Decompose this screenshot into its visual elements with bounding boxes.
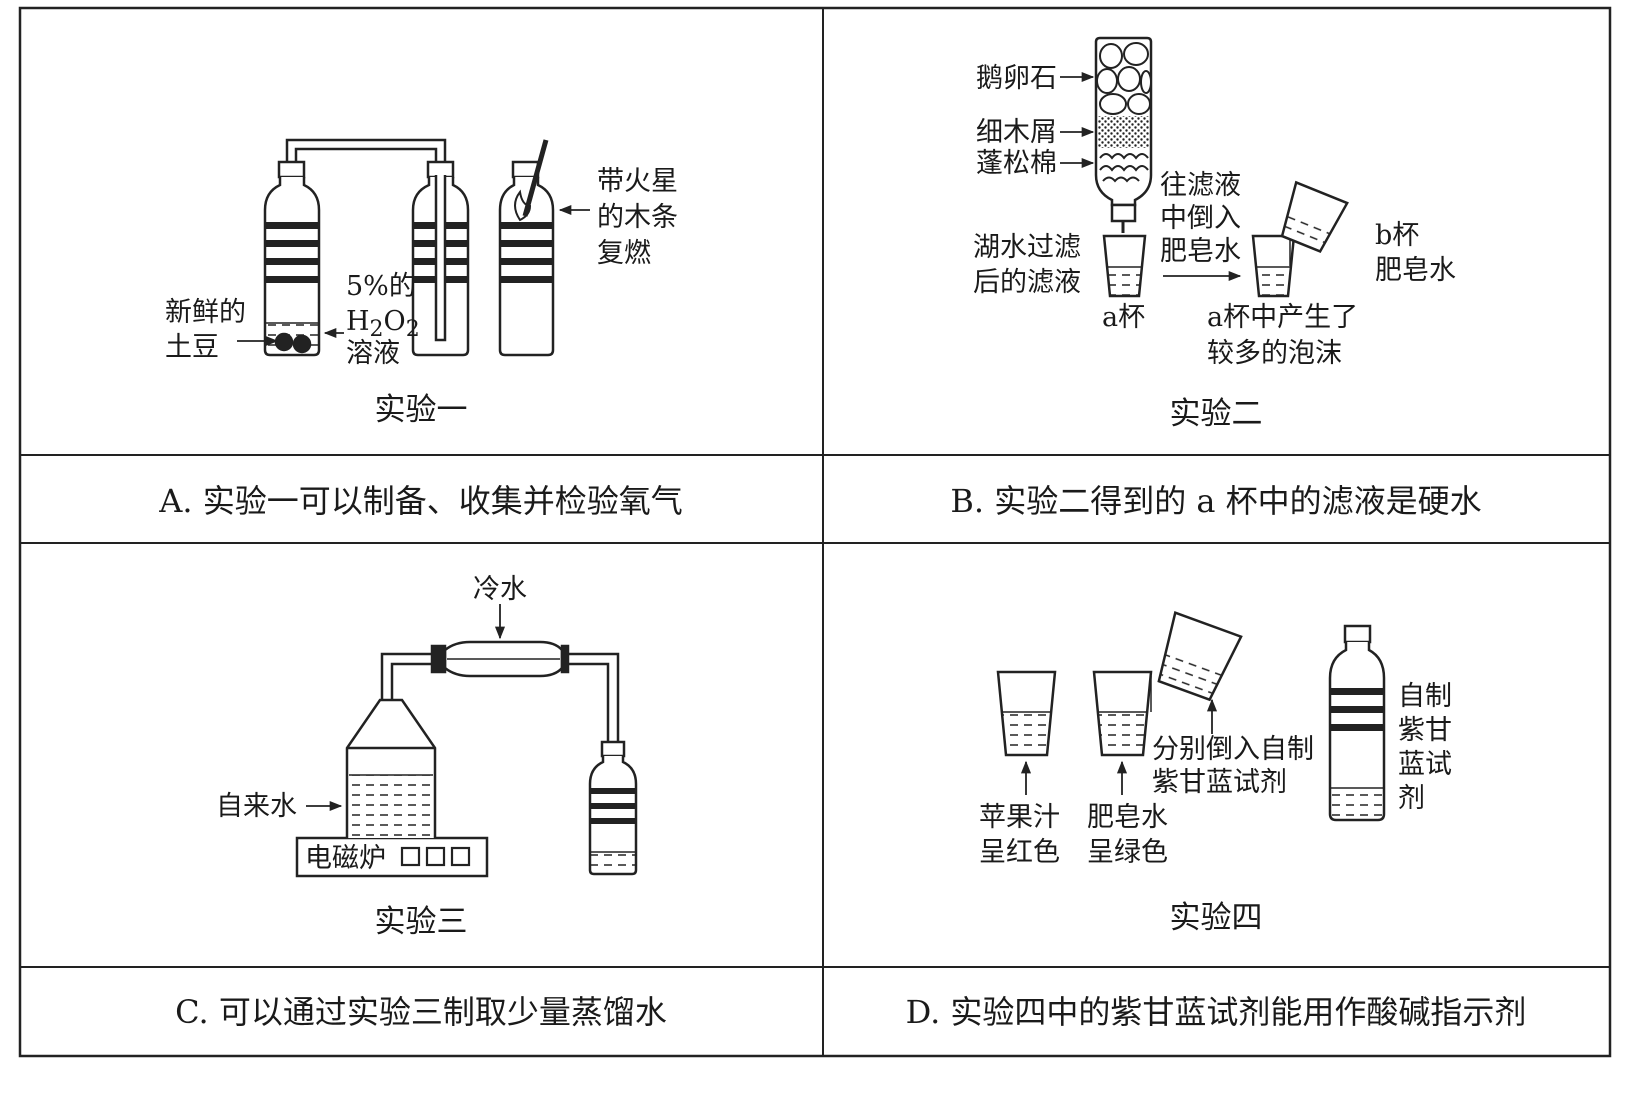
reagent-bottle [1328, 624, 1386, 822]
collection-bottle [411, 160, 470, 357]
apple-label: 苹果汁 [979, 802, 1060, 833]
pour-label: 肥皂水 [1160, 236, 1241, 267]
cotton-label: 蓬松棉 [976, 148, 1057, 179]
potato-label: 新鲜的 [165, 297, 246, 328]
stove-label: 电磁炉 [305, 843, 386, 874]
pebbles [1096, 42, 1152, 115]
option-b: B. 实验二得到的 a 杯中的滤液是硬水 [950, 482, 1481, 520]
experiment-2: 鹅卵石 细木屑 蓬松棉 湖水过滤 后的滤液 a杯 往滤液 中倒入 肥皂水 b杯 … [973, 36, 1456, 432]
tap-water-label: 自来水 [216, 791, 297, 822]
h2o2-label: 5%的 [346, 271, 416, 302]
pour-label: 往滤液 [1160, 170, 1241, 201]
reagent-label: 紫甘 [1398, 715, 1452, 746]
soap-label: 呈绿色 [1087, 837, 1168, 868]
caption-exp2: 实验二 [1170, 396, 1263, 432]
tube [380, 652, 620, 752]
apple-juice-cup [996, 670, 1057, 757]
caption-exp3: 实验三 [375, 904, 468, 940]
caption-exp4: 实验四 [1170, 900, 1263, 936]
flask [345, 698, 437, 838]
h2o2-formula: H2O2 [346, 306, 420, 342]
foam-label: a杯中产生了 [1207, 302, 1358, 333]
soap-water-cup [1092, 670, 1153, 757]
cup-a-label: a杯 [1102, 302, 1145, 333]
cold-water-label: 冷水 [473, 574, 527, 605]
pouring-cup [1157, 611, 1243, 702]
splint-label: 带火星 [597, 166, 678, 197]
splint-label: 的木条 [597, 202, 678, 233]
filtrate-label: 湖水过滤 [973, 232, 1081, 263]
splint-label: 复燃 [597, 238, 651, 269]
reagent-label: 剂 [1398, 783, 1425, 814]
caption-exp1: 实验一 [375, 392, 468, 428]
pebbles-label: 鹅卵石 [976, 63, 1057, 94]
filtrate-label: 后的滤液 [973, 267, 1081, 298]
potato-label: 土豆 [165, 332, 219, 363]
option-c: C. 可以通过实验三制取少量蒸馏水 [175, 993, 667, 1031]
cup-a [1102, 234, 1147, 298]
foam-label: 较多的泡沫 [1207, 338, 1342, 369]
potato-piece [292, 334, 312, 354]
cup-b-label: b杯 [1375, 220, 1419, 251]
sawdust [1098, 116, 1149, 148]
cup-b-label: 肥皂水 [1375, 255, 1456, 286]
pour-label: 分别倒入自制 [1152, 734, 1314, 765]
experiment-4: 苹果汁 呈红色 肥皂水 呈绿色 分别倒入自制 紫甘蓝试剂 自制 紫甘 蓝试 剂 … [979, 611, 1452, 936]
experiment-1: 新鲜的 土豆 5%的 H2O2 溶液 带火星 的木条 复燃 实验一 [165, 138, 678, 428]
generator-bottle [263, 160, 321, 357]
stove-buttons [400, 846, 471, 867]
experiment-3: 电磁炉 [216, 574, 638, 940]
reagent-label: 蓝试 [1398, 749, 1452, 780]
soap-label: 肥皂水 [1087, 802, 1168, 833]
cup-a-foam [1251, 234, 1296, 298]
condenser [430, 640, 570, 678]
test-bottle [498, 139, 555, 357]
option-d: D. 实验四中的紫甘蓝试剂能用作酸碱指示剂 [906, 993, 1527, 1031]
pour-label: 紫甘蓝试剂 [1152, 767, 1287, 798]
wood-splint [522, 139, 549, 217]
filter-bottle [1094, 36, 1153, 233]
option-a: A. 实验一可以制备、收集并检验氧气 [158, 482, 682, 520]
reagent-label: 自制 [1398, 681, 1452, 712]
h2o2-label: 溶液 [346, 338, 400, 369]
cup-b [1280, 180, 1349, 254]
sawdust-label: 细木屑 [976, 117, 1057, 148]
pour-label: 中倒入 [1160, 203, 1241, 234]
receiver-bottle [588, 740, 638, 876]
table-grid [18, 6, 1612, 1058]
cotton [1099, 153, 1149, 183]
potato-piece [274, 332, 294, 352]
apple-label: 呈红色 [979, 837, 1060, 868]
